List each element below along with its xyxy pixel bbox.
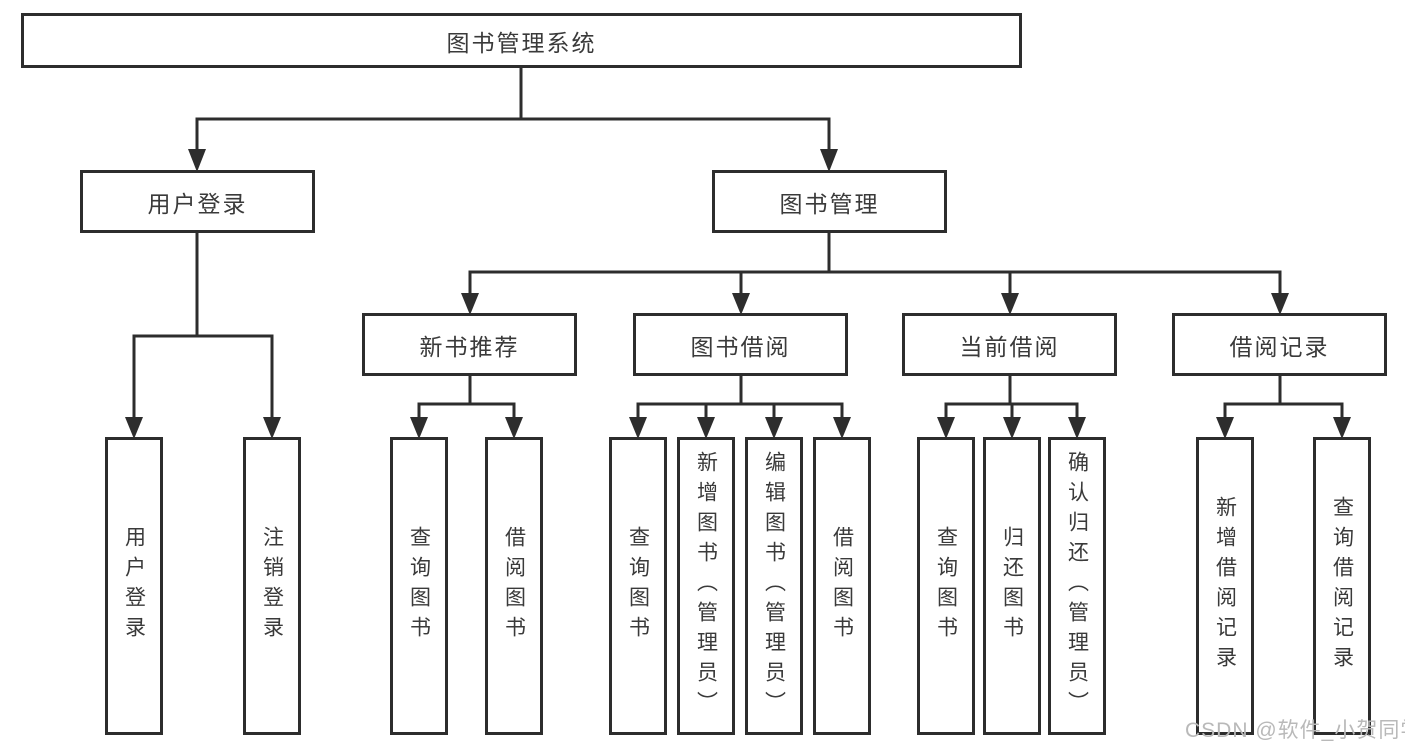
leaf-query-books-borrowing: 查询图书 xyxy=(609,437,667,735)
leaf-borrow-books-recommend-label: 借阅图书 xyxy=(502,526,526,646)
node-root: 图书管理系统 xyxy=(21,13,1022,68)
leaf-add-book-admin-label: 新增图书（管理员） xyxy=(694,451,718,721)
node-current-borrowing: 当前借阅 xyxy=(902,313,1117,376)
leaf-borrow-books-borrowing-label: 借阅图书 xyxy=(830,526,854,646)
leaf-query-books-recommend: 查询图书 xyxy=(390,437,448,735)
leaf-user-login-label: 用户登录 xyxy=(122,526,146,646)
node-book-management: 图书管理 xyxy=(712,170,947,233)
node-new-book-recommend-label: 新书推荐 xyxy=(419,333,520,360)
node-book-borrowing-label: 图书借阅 xyxy=(690,333,791,360)
leaf-query-borrow-record-label: 查询借阅记录 xyxy=(1330,496,1354,676)
leaf-return-books-label: 归还图书 xyxy=(1000,526,1024,646)
leaf-add-book-admin: 新增图书（管理员） xyxy=(677,437,735,735)
leaf-logout-label: 注销登录 xyxy=(260,526,284,646)
node-borrowing-records-label: 借阅记录 xyxy=(1229,333,1330,360)
leaf-edit-book-admin: 编辑图书（管理员） xyxy=(745,437,803,735)
leaf-query-borrow-record: 查询借阅记录 xyxy=(1313,437,1371,735)
node-user-login-group: 用户登录 xyxy=(80,170,315,233)
leaf-query-books-borrowing-label: 查询图书 xyxy=(626,526,650,646)
node-book-borrowing: 图书借阅 xyxy=(633,313,848,376)
leaf-query-books-current-label: 查询图书 xyxy=(934,526,958,646)
leaf-add-borrow-record: 新增借阅记录 xyxy=(1196,437,1254,735)
leaf-return-books: 归还图书 xyxy=(983,437,1041,735)
leaf-borrow-books-borrowing: 借阅图书 xyxy=(813,437,871,735)
leaf-confirm-return-admin-label: 确认归还（管理员） xyxy=(1065,451,1089,721)
leaf-add-borrow-record-label: 新增借阅记录 xyxy=(1213,496,1237,676)
leaf-query-books-recommend-label: 查询图书 xyxy=(407,526,431,646)
leaf-edit-book-admin-label: 编辑图书（管理员） xyxy=(762,451,786,721)
node-book-management-label: 图书管理 xyxy=(779,190,880,217)
node-root-label: 图书管理系统 xyxy=(446,29,597,56)
node-current-borrowing-label: 当前借阅 xyxy=(959,333,1060,360)
watermark: CSDN @软件_小贺同学 xyxy=(1185,719,1405,742)
leaf-confirm-return-admin: 确认归还（管理员） xyxy=(1048,437,1106,735)
leaf-user-login: 用户登录 xyxy=(105,437,163,735)
node-user-login-group-label: 用户登录 xyxy=(147,190,248,217)
leaf-query-books-current: 查询图书 xyxy=(917,437,975,735)
leaf-logout: 注销登录 xyxy=(243,437,301,735)
leaf-borrow-books-recommend: 借阅图书 xyxy=(485,437,543,735)
node-new-book-recommend: 新书推荐 xyxy=(362,313,577,376)
node-borrowing-records: 借阅记录 xyxy=(1172,313,1387,376)
